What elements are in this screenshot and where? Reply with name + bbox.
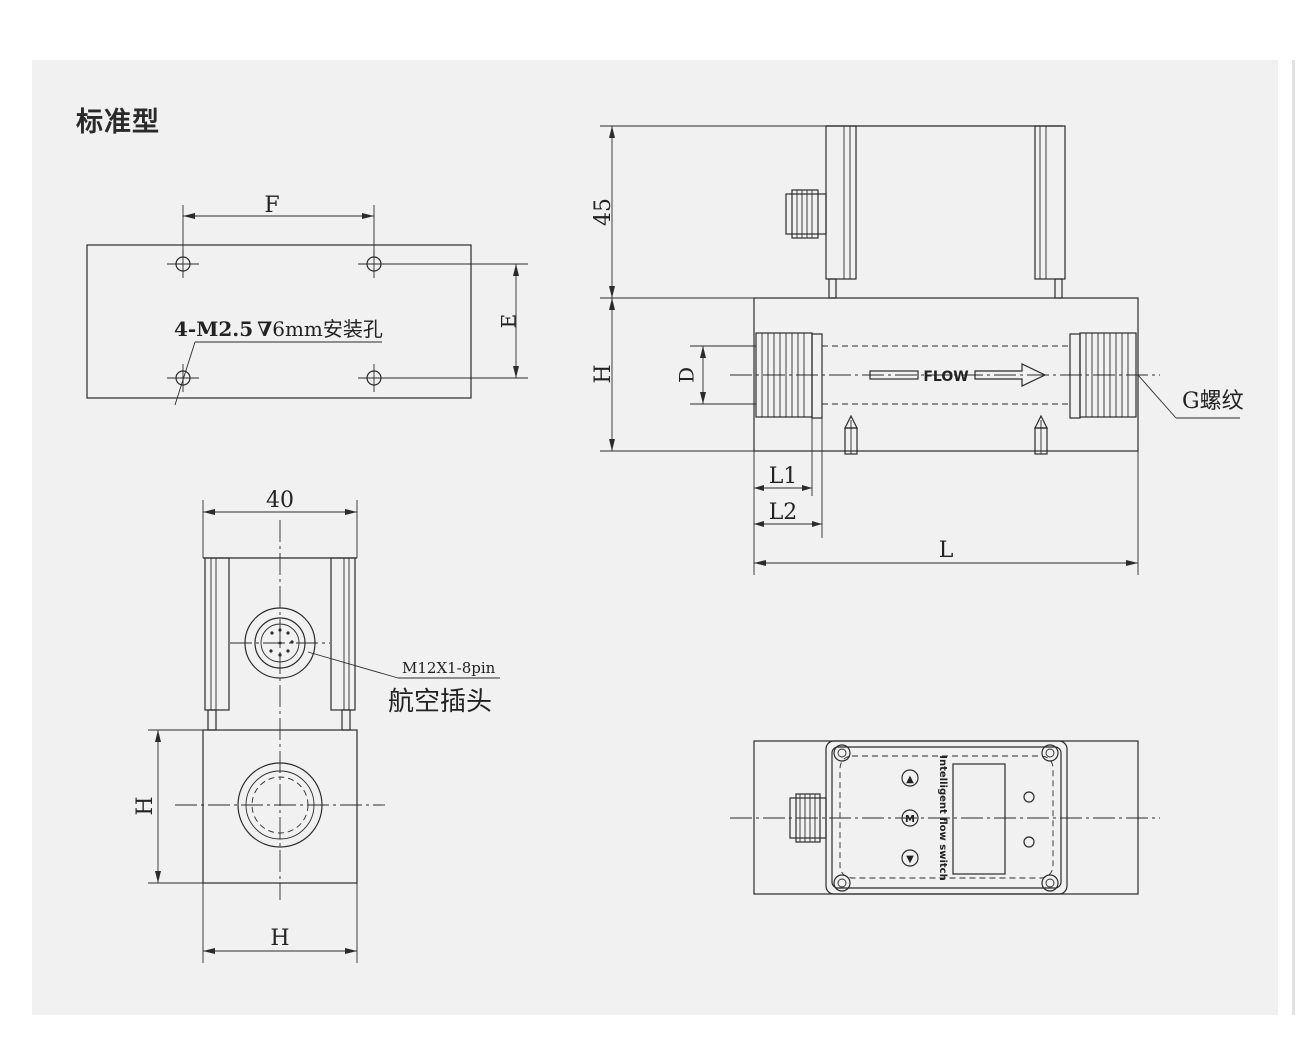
dim-l-label: L bbox=[939, 538, 954, 563]
page-title: 标准型 bbox=[76, 107, 160, 138]
dim-l2-label: L2 bbox=[769, 500, 798, 525]
screw bbox=[1041, 874, 1059, 892]
svg-text:M: M bbox=[905, 814, 915, 825]
end-view: 40 H H M12X1-8pin 航空插头 bbox=[133, 488, 500, 963]
side-view: 45 H bbox=[591, 125, 1244, 575]
flow-label: FLOW bbox=[923, 369, 968, 385]
dim-40-label: 40 bbox=[266, 488, 294, 513]
up-button[interactable]: ▲ bbox=[901, 769, 919, 787]
down-button[interactable]: ▼ bbox=[901, 849, 919, 867]
page-edge-bar bbox=[1292, 60, 1295, 1015]
front-connector bbox=[789, 793, 827, 843]
hole-note-suffix: 6mm安装孔 bbox=[272, 317, 383, 341]
screw bbox=[833, 744, 851, 762]
svg-text:▲: ▲ bbox=[906, 774, 914, 785]
front-panel-view: ▲ M ▼ Intelligent flow switch bbox=[730, 740, 1160, 895]
display-screen bbox=[952, 763, 1006, 875]
screw bbox=[833, 874, 851, 892]
connector-name: 航空插头 bbox=[388, 687, 492, 717]
inlet-thread bbox=[755, 332, 823, 419]
dim-45-label: 45 bbox=[591, 198, 616, 226]
svg-text:4-M2.5∇6mm安装孔: 4-M2.5∇6mm安装孔 bbox=[174, 317, 383, 341]
outlet-thread bbox=[1069, 332, 1137, 419]
dim-e-label: E bbox=[497, 314, 521, 329]
connector-spec: M12X1-8pin bbox=[402, 659, 496, 677]
dim-f-label: F bbox=[264, 193, 279, 218]
dim-h-end-bottom-label: H bbox=[270, 926, 289, 951]
led-indicator bbox=[1023, 836, 1035, 848]
mode-button[interactable]: M bbox=[901, 809, 919, 827]
dim-h-end-side-label: H bbox=[133, 796, 158, 815]
dim-d-label: D bbox=[675, 367, 699, 383]
svg-text:▼: ▼ bbox=[906, 854, 914, 865]
drawing-panel bbox=[32, 60, 1278, 1015]
side-connector bbox=[785, 189, 827, 239]
led-indicator bbox=[1023, 791, 1035, 803]
sensor-pin bbox=[844, 414, 858, 455]
thread-label: G螺纹 bbox=[1182, 389, 1244, 414]
dim-l1-label: L1 bbox=[769, 464, 798, 489]
mounting-plate-view: F E 4-M2.5∇6mm安装孔 bbox=[86, 193, 528, 406]
dim-h-side-label: H bbox=[591, 364, 616, 383]
sensor-pin bbox=[1034, 414, 1048, 455]
hole-note: 4-M2.5 bbox=[174, 317, 253, 341]
screw bbox=[1041, 744, 1059, 762]
mounting-hole bbox=[167, 364, 199, 392]
device-label: Intelligent flow switch bbox=[937, 755, 948, 880]
flow-arrow: FLOW bbox=[869, 363, 1047, 387]
